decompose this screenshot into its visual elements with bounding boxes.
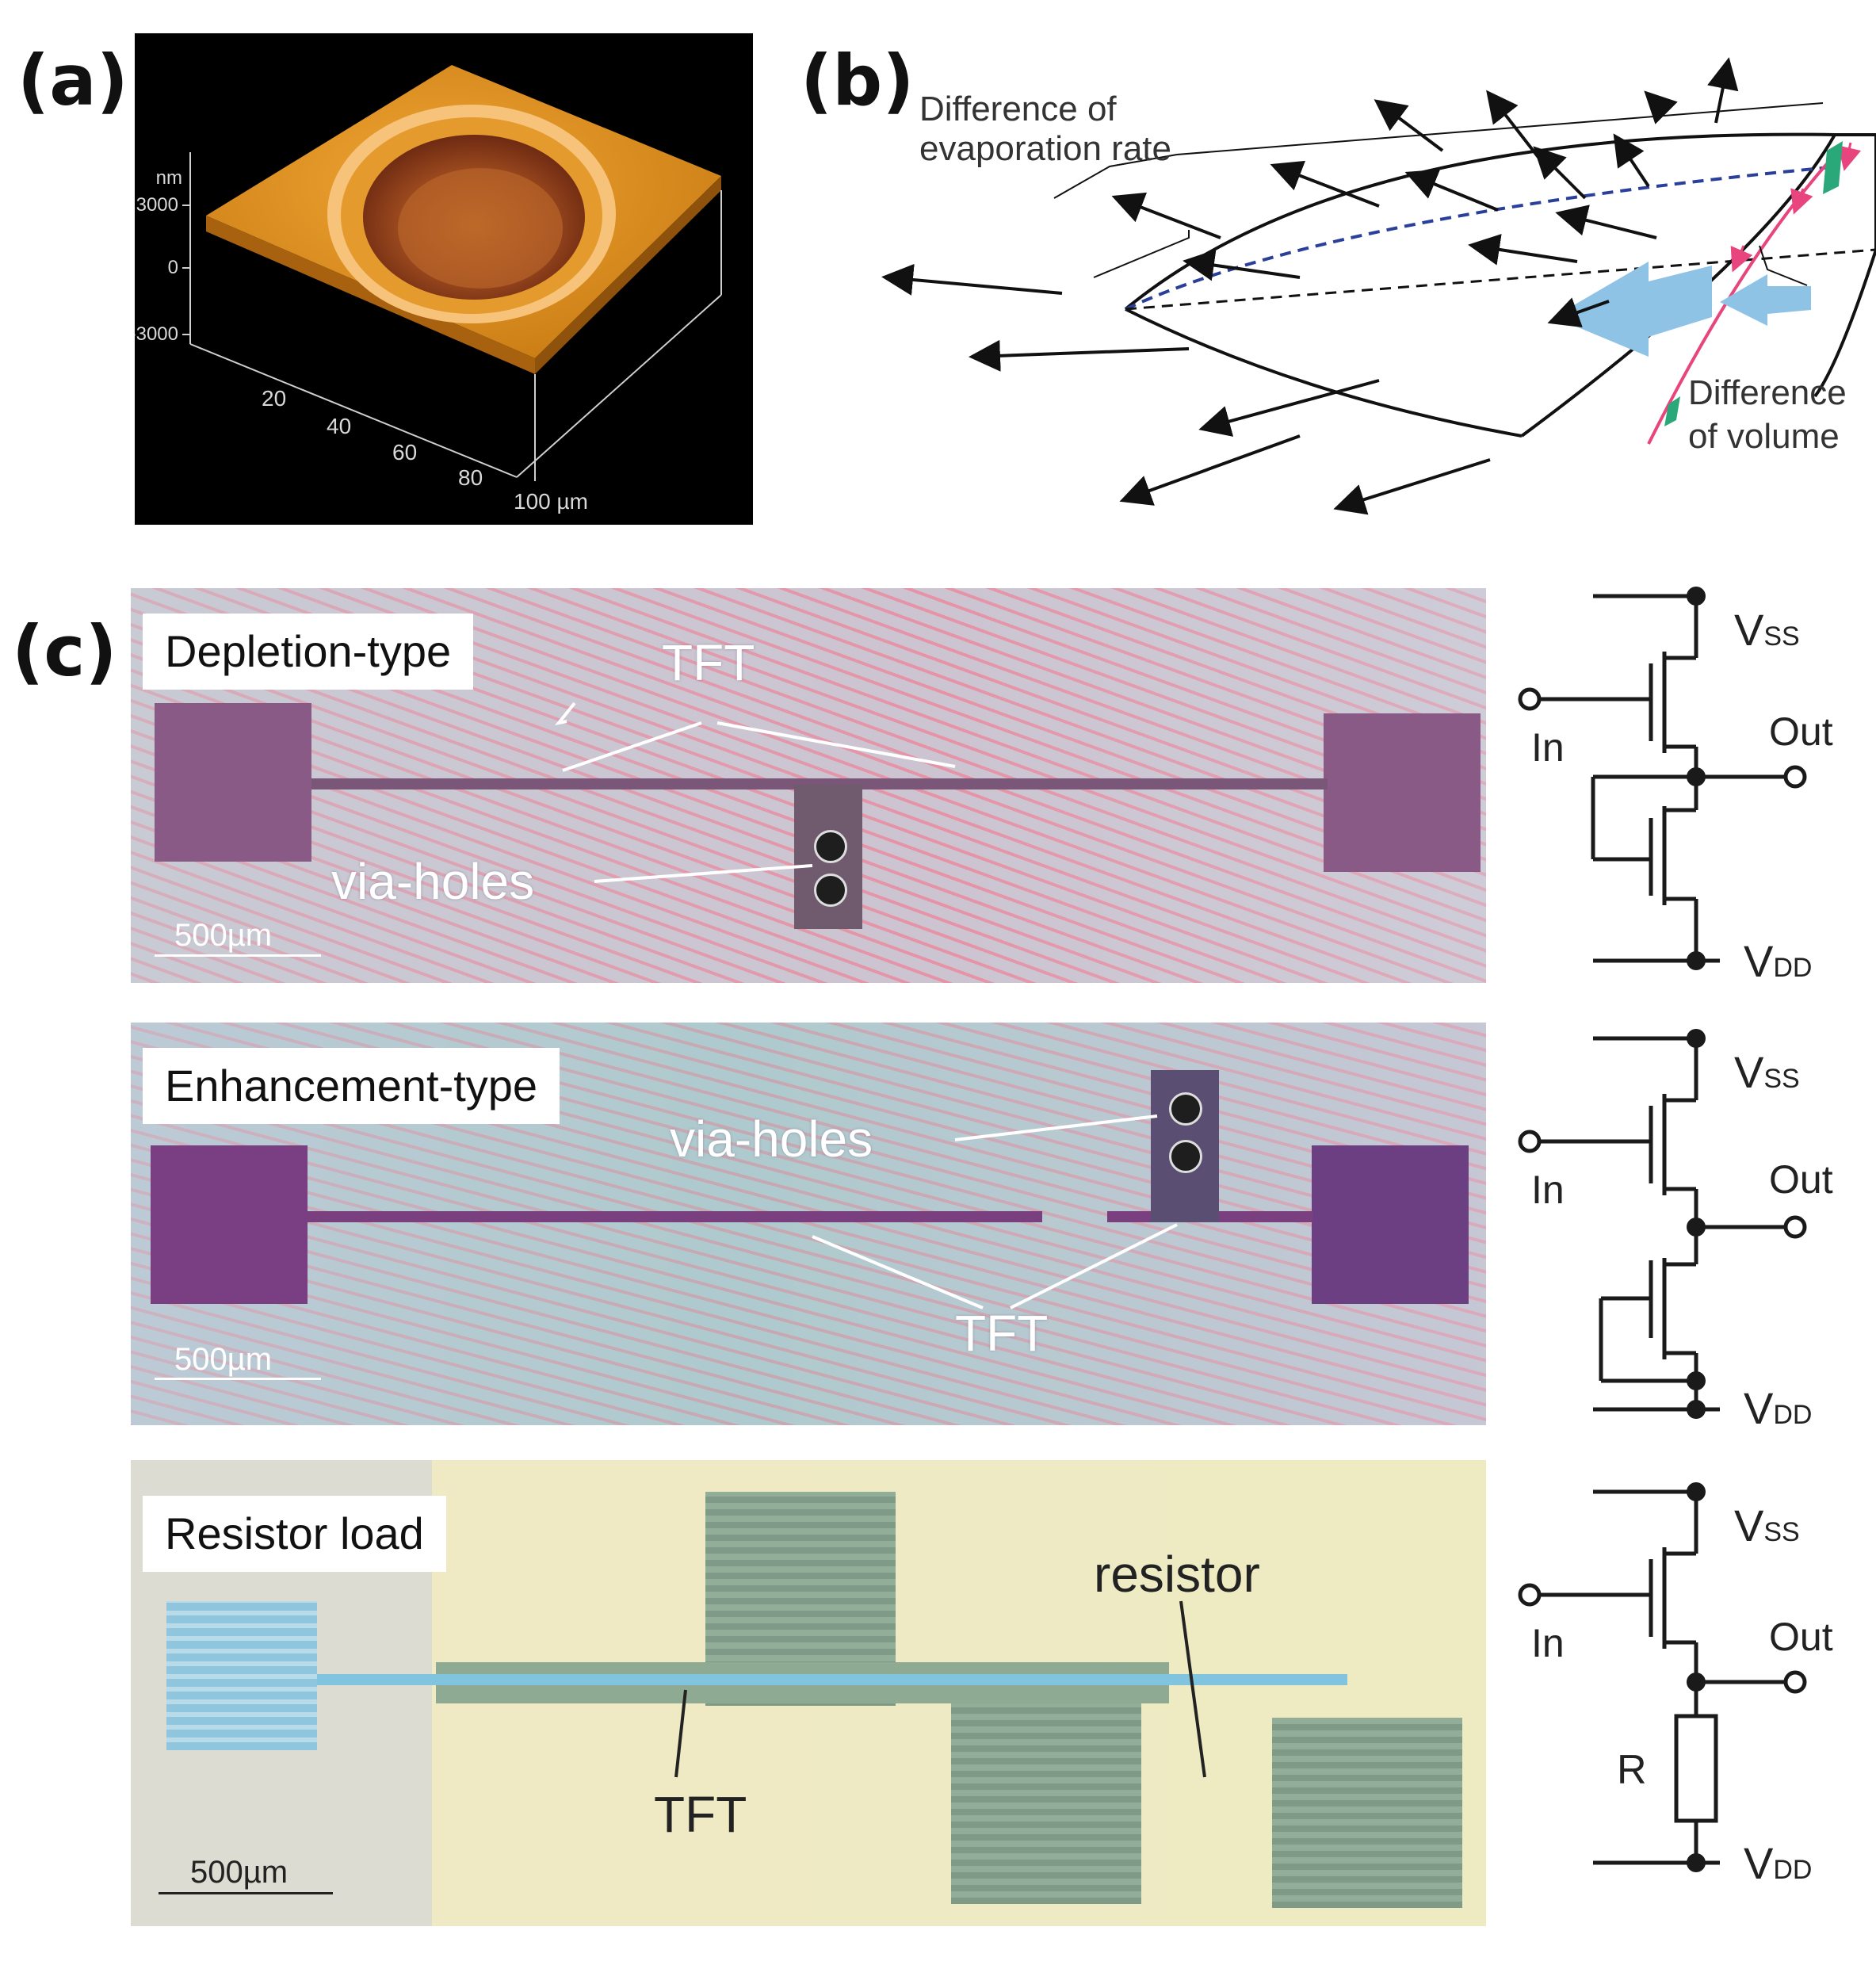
electrode-pad-right	[1312, 1145, 1469, 1304]
vdd-label: V	[1744, 1838, 1774, 1888]
micrograph-depletion: Depletion-type TFT via-holes 500µm	[131, 588, 1486, 983]
type-label-enhancement: Enhancement-type	[143, 1048, 560, 1125]
panel-b-label: (b)	[800, 40, 915, 121]
circuit-depletion: VSS In Out VDD	[1518, 587, 1833, 984]
z-tick-3000: 3000	[136, 194, 178, 216]
scale-label: 500µm	[174, 918, 273, 953]
capillary-flow-arrow-large	[1553, 262, 1712, 357]
in-label: In	[1531, 1168, 1565, 1212]
tft-label: TFT	[654, 1786, 747, 1843]
vdd-subscript: DD	[1773, 1855, 1812, 1885]
pink-flow-line	[1647, 149, 1840, 445]
channel-line	[317, 1674, 1347, 1685]
out-label: Out	[1769, 1157, 1833, 1202]
scale-label: 500µm	[174, 1342, 273, 1377]
via-hole-2	[1169, 1140, 1202, 1173]
svg-text:VSS: VSS	[1734, 605, 1800, 655]
electrode-pad-left	[166, 1601, 317, 1750]
green-volume-element-top	[1823, 141, 1843, 194]
via-holes-label: via-holes	[670, 1111, 873, 1168]
x-tick-60: 60	[392, 440, 417, 464]
panel-c-label: (c)	[12, 610, 117, 692]
svg-text:VDD: VDD	[1744, 1838, 1812, 1888]
micrograph-enhancement: Enhancement-type via-holes TFT 500µm	[131, 1023, 1486, 1425]
scale-bar	[159, 1892, 333, 1894]
z-tick-minus-3000: -3000	[135, 323, 178, 345]
type-label-resistor-load: Resistor load	[143, 1496, 446, 1573]
via-holes-label: via-holes	[331, 853, 535, 910]
scale-label: 500µm	[190, 1855, 288, 1890]
vdd-label: V	[1744, 1383, 1774, 1433]
vss-subscript: SS	[1763, 1517, 1799, 1547]
circuit-enhancement: VSS In Out VDD	[1518, 1029, 1833, 1433]
scale-bar	[155, 1378, 321, 1380]
annotation-evaporation-line1: Difference of	[919, 90, 1117, 128]
green-volume-element-bottom	[1664, 396, 1680, 426]
svg-text:VSS: VSS	[1734, 1047, 1800, 1097]
x-tick-40: 40	[327, 414, 351, 438]
micrograph-resistor-load: Resistor load resistor TFT 500µm	[131, 1460, 1486, 1926]
annotation-volume-line1: Difference	[1688, 373, 1847, 412]
z-tick-0: 0	[168, 257, 178, 278]
x-tick-100-um: 100 µm	[514, 489, 588, 514]
x-tick-20: 20	[262, 386, 286, 411]
svg-text:VDD: VDD	[1744, 936, 1812, 984]
vdd-subscript: DD	[1773, 1400, 1812, 1430]
resistor-label: resistor	[1094, 1546, 1260, 1603]
afm-3d-image: nm 3000 0 -3000 20 40 60 80 100 µm	[130, 33, 753, 525]
via-hole-1	[1169, 1092, 1202, 1126]
gate-pad-bottom	[951, 1690, 1141, 1904]
electrode-pad-left	[155, 703, 311, 862]
via-hole-2	[814, 874, 847, 907]
out-label: Out	[1769, 1615, 1833, 1659]
svg-text:VDD: VDD	[1744, 1383, 1812, 1433]
resistor-r-label: R	[1617, 1747, 1647, 1793]
svg-text:VSS: VSS	[1734, 1501, 1800, 1550]
x-tick-80: 80	[458, 465, 483, 490]
via-hole-1	[814, 830, 847, 863]
vss-label: V	[1734, 1501, 1764, 1550]
annotation-evaporation-line2: evaporation rate	[919, 129, 1171, 168]
z-unit-label: nm	[156, 167, 182, 189]
vss-subscript: SS	[1763, 1064, 1799, 1094]
out-label: Out	[1769, 709, 1833, 754]
tft-label: TFT	[662, 634, 755, 691]
droplet-evaporation-diagram: Difference of evaporation rate Differenc…	[881, 57, 1876, 515]
electrode-pad-left	[151, 1145, 308, 1304]
type-label-depletion: Depletion-type	[143, 614, 474, 690]
capillary-flow-arrow-small	[1720, 274, 1811, 326]
vdd-label: V	[1744, 936, 1774, 984]
vss-subscript: SS	[1763, 621, 1799, 652]
evaporation-arrows	[881, 57, 1739, 515]
electrode-pad-right	[1324, 713, 1481, 872]
scale-bar	[155, 954, 321, 957]
tft-channel-left	[308, 1211, 1042, 1222]
vdd-subscript: DD	[1773, 953, 1812, 983]
panel-a-label: (a)	[17, 40, 128, 121]
vss-label: V	[1734, 1047, 1764, 1097]
in-label: In	[1531, 725, 1565, 770]
blue-dashed-line	[1125, 165, 1840, 311]
tft-channel-left	[311, 778, 739, 789]
electrode-pad-right	[1272, 1718, 1462, 1908]
annotation-volume-line2: of volume	[1688, 417, 1840, 456]
vss-label: V	[1734, 605, 1764, 655]
in-label: In	[1531, 1621, 1565, 1665]
tft-label: TFT	[955, 1305, 1049, 1362]
circuit-resistor-load: VSS In Out R VDD	[1518, 1482, 1833, 1888]
